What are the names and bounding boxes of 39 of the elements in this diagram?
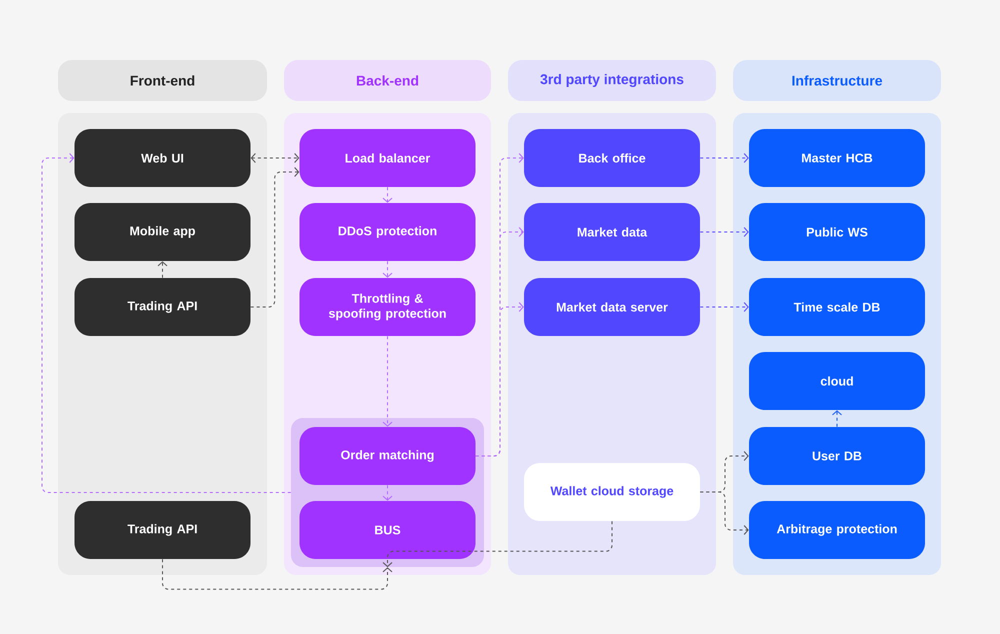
process-box: Market data [524,203,700,261]
arrow [700,492,749,535]
process-box: Trading API [74,501,250,559]
column-header: 3rd party integrations [508,60,716,101]
arrow [700,153,749,163]
arrow [382,520,612,568]
arrow [382,186,392,203]
process-box: DDoS protection [300,203,476,261]
process-box: Market data server [524,278,700,336]
process-box: Trading API [74,278,250,336]
arrow [42,153,292,493]
arrow [700,302,749,312]
arrow [250,167,300,308]
arrow [250,153,300,163]
process-box: Throttling & spoofing protection [300,278,476,336]
storage-box: Wallet cloud storage [524,463,700,521]
process-box: Public WS [749,203,926,261]
process-box: Master HCB [749,129,926,187]
process-box: Time scale DB [749,278,926,336]
process-box: Web UI [74,129,250,187]
arrow [382,336,392,427]
process-box: User DB [749,427,926,485]
column-header: Back-end [284,60,491,101]
arrow [162,558,392,590]
arrow [382,260,392,278]
process-box: Mobile app [74,203,250,261]
arrow [700,227,749,237]
arrow [832,410,842,428]
process-box: cloud [749,352,926,410]
process-box: Back office [524,129,700,187]
process-box: Arbitrage protection [749,501,926,559]
process-box: Order matching [300,427,476,485]
process-box: BUS [300,501,476,559]
arrow [158,261,168,278]
arrow [382,484,392,501]
column-header: Front-end [58,60,267,101]
arrow [475,302,524,456]
column-header: Infrastructure [733,60,942,101]
process-box: Load balancer [300,129,476,187]
